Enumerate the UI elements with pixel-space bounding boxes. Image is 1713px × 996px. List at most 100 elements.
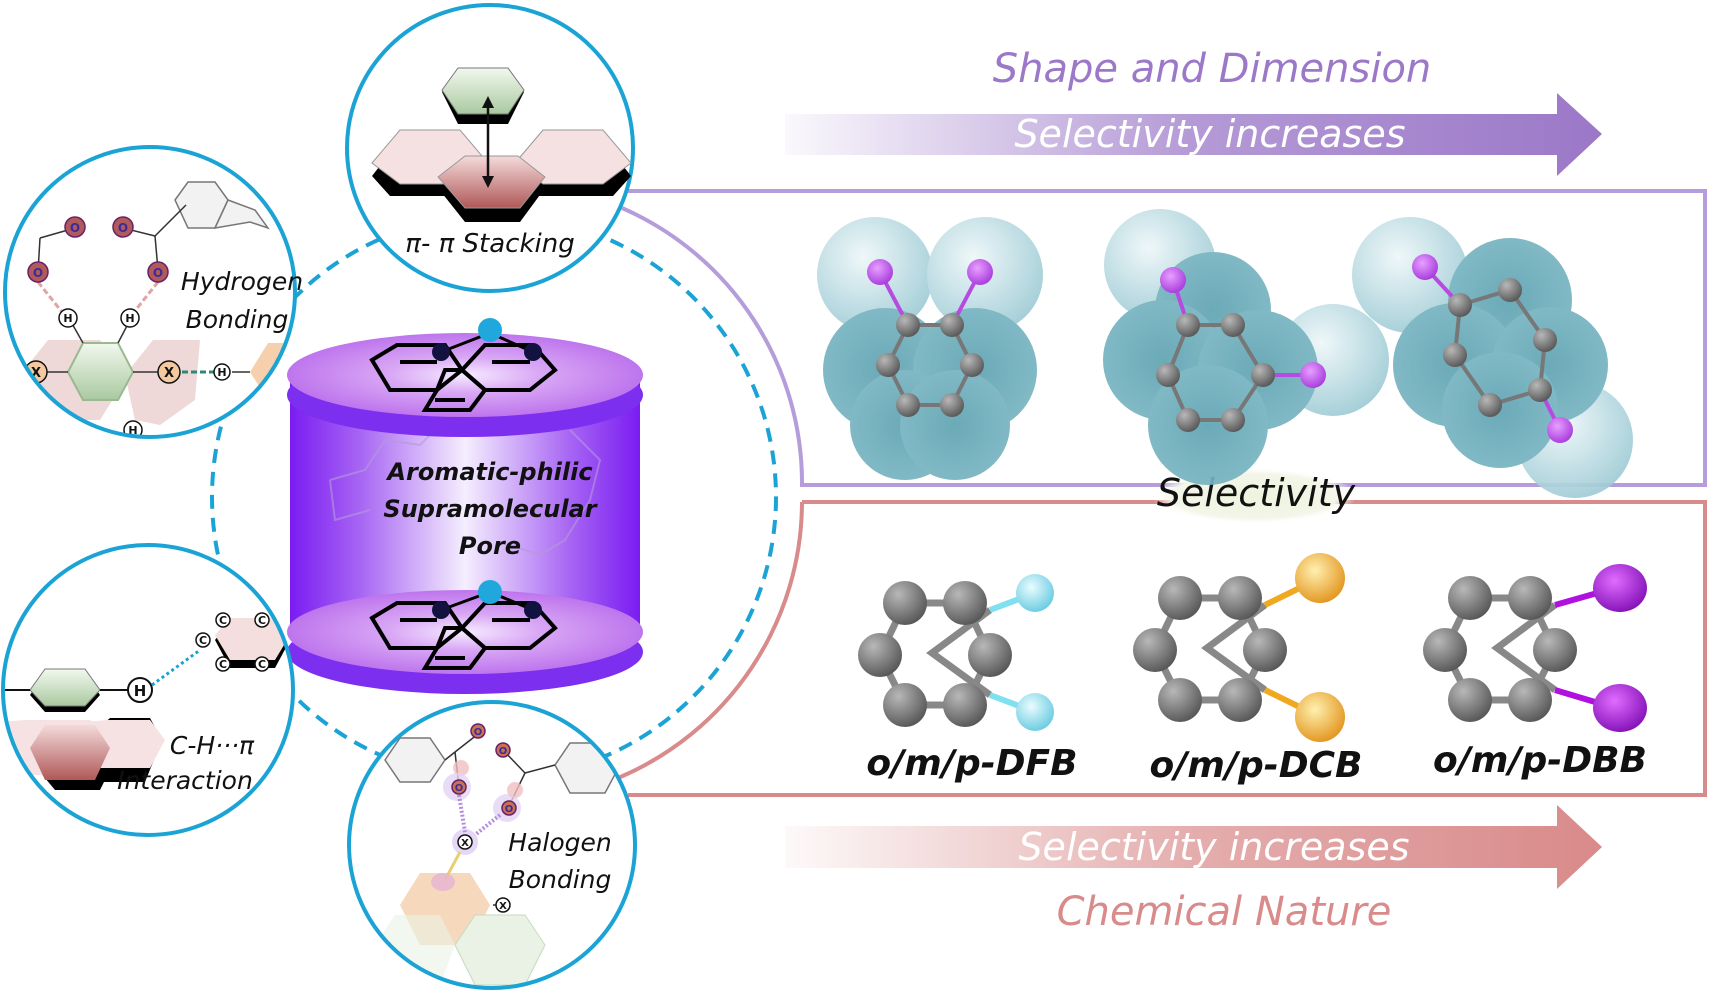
halogen-label-line2: Bonding xyxy=(509,865,612,894)
bottom-arrow-label: Selectivity increases xyxy=(1018,825,1409,869)
oxygen-label: O xyxy=(455,783,464,794)
pore-label-line3: Pore xyxy=(459,532,521,560)
carbon-atom xyxy=(1158,678,1202,722)
halogen-label: X xyxy=(31,366,41,381)
chemical-nature-trend: Selectivity increases Chemical Nature xyxy=(785,805,1602,935)
hydrogen-label: H xyxy=(125,312,134,325)
ch-pi-label-line2: Interaction xyxy=(117,766,253,795)
pink-aromatic-ring xyxy=(30,725,110,780)
shape-dimension-trend: Shape and Dimension Selectivity increase… xyxy=(785,46,1602,176)
selectivity-increase-arrow-top xyxy=(785,93,1602,176)
fluorine-atom xyxy=(1016,693,1054,731)
guest-dfb xyxy=(858,574,1054,731)
carbon-atom xyxy=(943,581,987,625)
pi-pi-stacking-panel: π- π Stacking xyxy=(345,3,635,293)
supramolecular-pore: Aromatic-philic Supramolecular Pore xyxy=(287,318,643,694)
chlorine-atom xyxy=(1295,553,1345,603)
phenanthroline-top xyxy=(369,343,558,412)
carbon-atom xyxy=(1218,678,1262,722)
hexagon-right xyxy=(514,129,632,185)
ortho-atoms xyxy=(867,259,993,417)
hbond-dash xyxy=(132,281,160,313)
carbon-label: C xyxy=(219,614,227,627)
ortho-isomer-space-filling xyxy=(817,217,1043,480)
carbon-atom xyxy=(1448,576,1492,620)
hexagon-top-green xyxy=(441,67,525,115)
halogen-bonding-panel: O O O O X X Halogen Bonding xyxy=(347,700,637,990)
pore-label-line1: Aromatic-philic xyxy=(385,458,592,486)
halogen-label: X xyxy=(461,838,469,849)
meta-isomer-space-filling xyxy=(1103,209,1389,485)
carbon-atom xyxy=(1533,628,1577,672)
hydrogen-bonding-panel: O O O O H H H H X xyxy=(3,145,303,439)
guest-label-dfb: o/m/p-DFB xyxy=(866,743,1077,784)
nitrogen-atom xyxy=(432,343,450,361)
chlorine-atom xyxy=(1295,692,1345,742)
hexagon-center xyxy=(437,155,546,209)
carbon-label: C xyxy=(219,658,227,671)
carbon-label: C xyxy=(258,658,266,671)
guest-dbb xyxy=(1423,564,1647,732)
top-arrow-label: Selectivity increases xyxy=(1014,112,1405,156)
carbon-atom xyxy=(858,633,902,677)
carbon-atom xyxy=(1448,678,1492,722)
nitrogen-atom xyxy=(432,601,450,619)
selectivity-increase-arrow-bottom xyxy=(785,805,1602,889)
para-atoms xyxy=(1412,254,1573,443)
hydrogen-label: H xyxy=(217,366,226,379)
bromine-atom xyxy=(1593,564,1647,612)
oxygen-label: O xyxy=(505,804,514,815)
oxygen-label: O xyxy=(70,221,80,235)
oxygen-label: O xyxy=(474,727,483,738)
hydrogen-label: H xyxy=(63,312,72,325)
fluorine-atom xyxy=(1016,574,1054,612)
bromine-atom xyxy=(1593,684,1647,732)
hydrogen-bonding-label-line1: Hydrogen xyxy=(181,267,303,296)
pore-label-line2: Supramolecular xyxy=(383,495,598,523)
green-aromatic-ring xyxy=(29,668,101,707)
para-isomer-space-filling xyxy=(1352,217,1633,498)
carbon-atom xyxy=(1508,678,1552,722)
ch-pi-label-line1: C-H···π xyxy=(170,731,255,760)
carbon-atom xyxy=(1158,576,1202,620)
phenanthroline-bottom xyxy=(369,601,558,670)
carbon-label: C xyxy=(258,614,266,627)
carbon-atom xyxy=(1508,576,1552,620)
chemical-nature-heading: Chemical Nature xyxy=(1057,889,1392,935)
carbon-label: C xyxy=(199,634,207,647)
guest-label-dbb: o/m/p-DBB xyxy=(1433,740,1647,781)
ch-pi-dotted-contact xyxy=(151,648,201,687)
guest-dcb xyxy=(1133,553,1345,742)
carbon-atom xyxy=(883,683,927,727)
oxygen-label: O xyxy=(153,266,163,280)
hydrogen-label: H xyxy=(128,424,137,437)
oxygen-label: O xyxy=(118,221,128,235)
shape-box xyxy=(621,189,1707,487)
carbon-atom xyxy=(1423,628,1467,672)
framework-sketch xyxy=(329,424,602,557)
hydrogen-label: H xyxy=(134,682,147,700)
carbon-atom xyxy=(1133,628,1177,672)
pi-pi-label: π- π Stacking xyxy=(405,229,574,259)
carbon-atom xyxy=(1218,576,1262,620)
guest-label-dcb: o/m/p-DCB xyxy=(1150,745,1363,786)
carbon-atom xyxy=(943,683,987,727)
halogen-label: X xyxy=(499,901,507,912)
nitrogen-atom xyxy=(524,343,542,361)
central-aromatic-ring xyxy=(66,342,135,401)
meta-atoms xyxy=(1156,267,1326,432)
shape-box-outline xyxy=(621,189,1707,487)
hydrogen-bonding-circle xyxy=(3,145,297,439)
nitrogen-atom xyxy=(524,601,542,619)
halogen-label: X xyxy=(164,366,174,381)
hbond-dash xyxy=(36,281,64,313)
oxygen-label: O xyxy=(33,266,43,280)
halogen-label-line1: Halogen xyxy=(508,828,611,857)
ch-pi-circle xyxy=(1,543,295,837)
ch-pi-interaction-panel: H C C C C C C-H···π Interaction xyxy=(1,543,295,837)
carbon-atom xyxy=(1243,628,1287,672)
oxygen-label: O xyxy=(499,746,508,757)
pi-pi-circle xyxy=(345,3,635,293)
hydrogen-bonding-label-line2: Bonding xyxy=(186,305,289,334)
